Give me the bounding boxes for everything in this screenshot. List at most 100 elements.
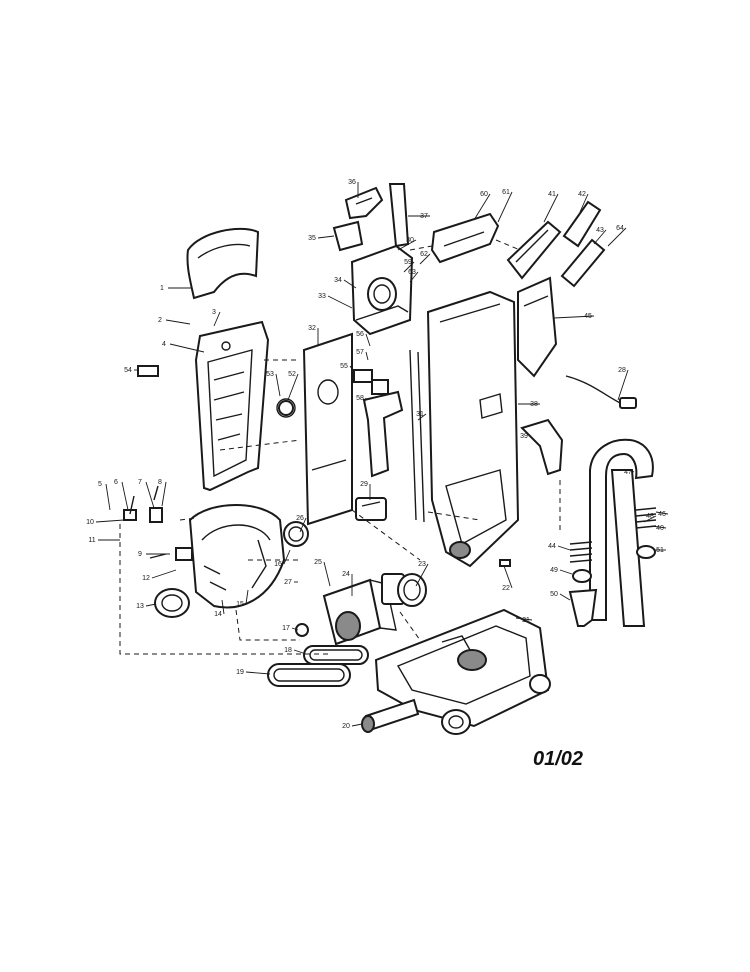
part-number-58: 58 [356, 395, 364, 402]
part-number-8: 8 [158, 479, 162, 486]
leader-line-10 [95, 519, 125, 523]
cord-rod-part [409, 349, 425, 523]
leader-line-40 [651, 525, 667, 529]
part-number-23: 23 [418, 561, 426, 568]
leader-line-12 [151, 569, 177, 579]
tube-part [560, 200, 606, 288]
base-nozzle-part [374, 608, 551, 735]
leader-line-63 [409, 271, 419, 283]
part-number-34: 34 [334, 277, 342, 284]
tool-caddy-part [520, 418, 564, 476]
part-number-6: 6 [114, 479, 118, 486]
handle-top-part [430, 212, 500, 264]
motor-assembly-part [322, 573, 427, 646]
leader-line-16 [283, 549, 291, 565]
part-number-35: 35 [308, 235, 316, 242]
part-number-11: 11 [88, 537, 95, 544]
part-number-22: 22 [502, 585, 510, 592]
leader-line-30 [397, 239, 417, 251]
leader-line-62 [419, 253, 431, 265]
part-number-3: 3 [212, 309, 216, 316]
part-number-16: 16 [274, 561, 282, 568]
dusting-brush-part [332, 220, 364, 252]
leader-line-44 [557, 545, 571, 551]
leader-line-15 [245, 589, 249, 605]
part-number-18: 18 [284, 647, 292, 654]
leader-line-61 [497, 191, 513, 223]
part-number-1: 1 [160, 285, 164, 292]
leader-line-55 [349, 365, 355, 373]
leader-line-52 [287, 373, 299, 401]
fan-ring-part [154, 588, 190, 618]
leader-line-43 [593, 229, 607, 245]
assembly-lines [119, 239, 561, 655]
leader-line-60 [473, 193, 491, 221]
leader-line-59 [403, 261, 415, 273]
part-number-63: 63 [408, 269, 416, 276]
small-hardware-parts [123, 365, 511, 637]
dust-bag-part [302, 332, 353, 526]
leader-line-13 [145, 603, 157, 607]
power-cord-part [565, 375, 637, 409]
leader-line-48 [643, 515, 657, 523]
part-number-32: 32 [308, 325, 316, 332]
leader-line-7 [145, 481, 155, 509]
part-number-2: 2 [158, 317, 162, 324]
part-number-19: 19 [236, 669, 244, 676]
leader-line-28 [617, 369, 629, 401]
part-number-5: 5 [98, 481, 102, 488]
part-number-31: 31 [416, 411, 424, 418]
leader-line-19 [245, 671, 271, 675]
part-number-42: 42 [578, 191, 586, 198]
part-number-59: 59 [404, 259, 412, 266]
part-number-61: 61 [502, 189, 510, 196]
leader-line-22 [503, 565, 513, 589]
hose-spring-part [569, 507, 657, 563]
leader-line-14 [221, 599, 225, 615]
part-number-4: 4 [162, 341, 166, 348]
part-number-30: 30 [406, 237, 414, 244]
gasket-ring-part [283, 521, 309, 547]
leader-line-20 [351, 723, 363, 727]
part-number-53: 53 [266, 371, 274, 378]
part-number-41: 41 [548, 191, 556, 198]
leader-line-45 [553, 315, 595, 319]
part-number-50: 50 [550, 591, 558, 598]
leader-line-49 [559, 569, 573, 575]
part-number-54: 54 [124, 367, 132, 374]
part-number-7: 7 [138, 479, 142, 486]
leader-line-56 [365, 333, 371, 347]
part-number-46: 46 [658, 511, 666, 518]
part-number-9: 9 [138, 551, 142, 558]
part-number-51: 51 [656, 547, 664, 554]
part-number-57: 57 [356, 349, 364, 356]
part-number-15: 15 [236, 601, 244, 608]
leader-line-42 [579, 193, 589, 213]
part-number-62: 62 [420, 251, 428, 258]
part-number-21: 21 [522, 617, 530, 624]
leader-line-46 [655, 511, 669, 515]
part-number-24: 24 [342, 571, 350, 578]
part-number-26: 26 [296, 515, 304, 522]
leader-line-8 [161, 481, 167, 507]
leader-line-6 [121, 481, 129, 511]
fill-tube-part [355, 390, 404, 521]
part-number-28: 28 [618, 367, 626, 374]
part-number-48: 48 [646, 513, 654, 520]
leader-line-18 [293, 649, 307, 655]
brush-roll-part [361, 698, 420, 733]
motor-housing-part [188, 504, 286, 609]
part-number-12: 12 [142, 575, 150, 582]
part-number-25: 25 [314, 559, 322, 566]
part-number-40: 40 [656, 525, 664, 532]
leader-line-64 [607, 227, 627, 247]
part-number-20: 20 [342, 723, 350, 730]
crevice-tool-part [344, 186, 384, 220]
leader-line-47 [629, 469, 635, 473]
leader-line-25 [323, 561, 331, 587]
leader-line-21 [515, 617, 533, 621]
handle-back-panel [194, 320, 270, 492]
leader-line-34 [343, 279, 357, 289]
